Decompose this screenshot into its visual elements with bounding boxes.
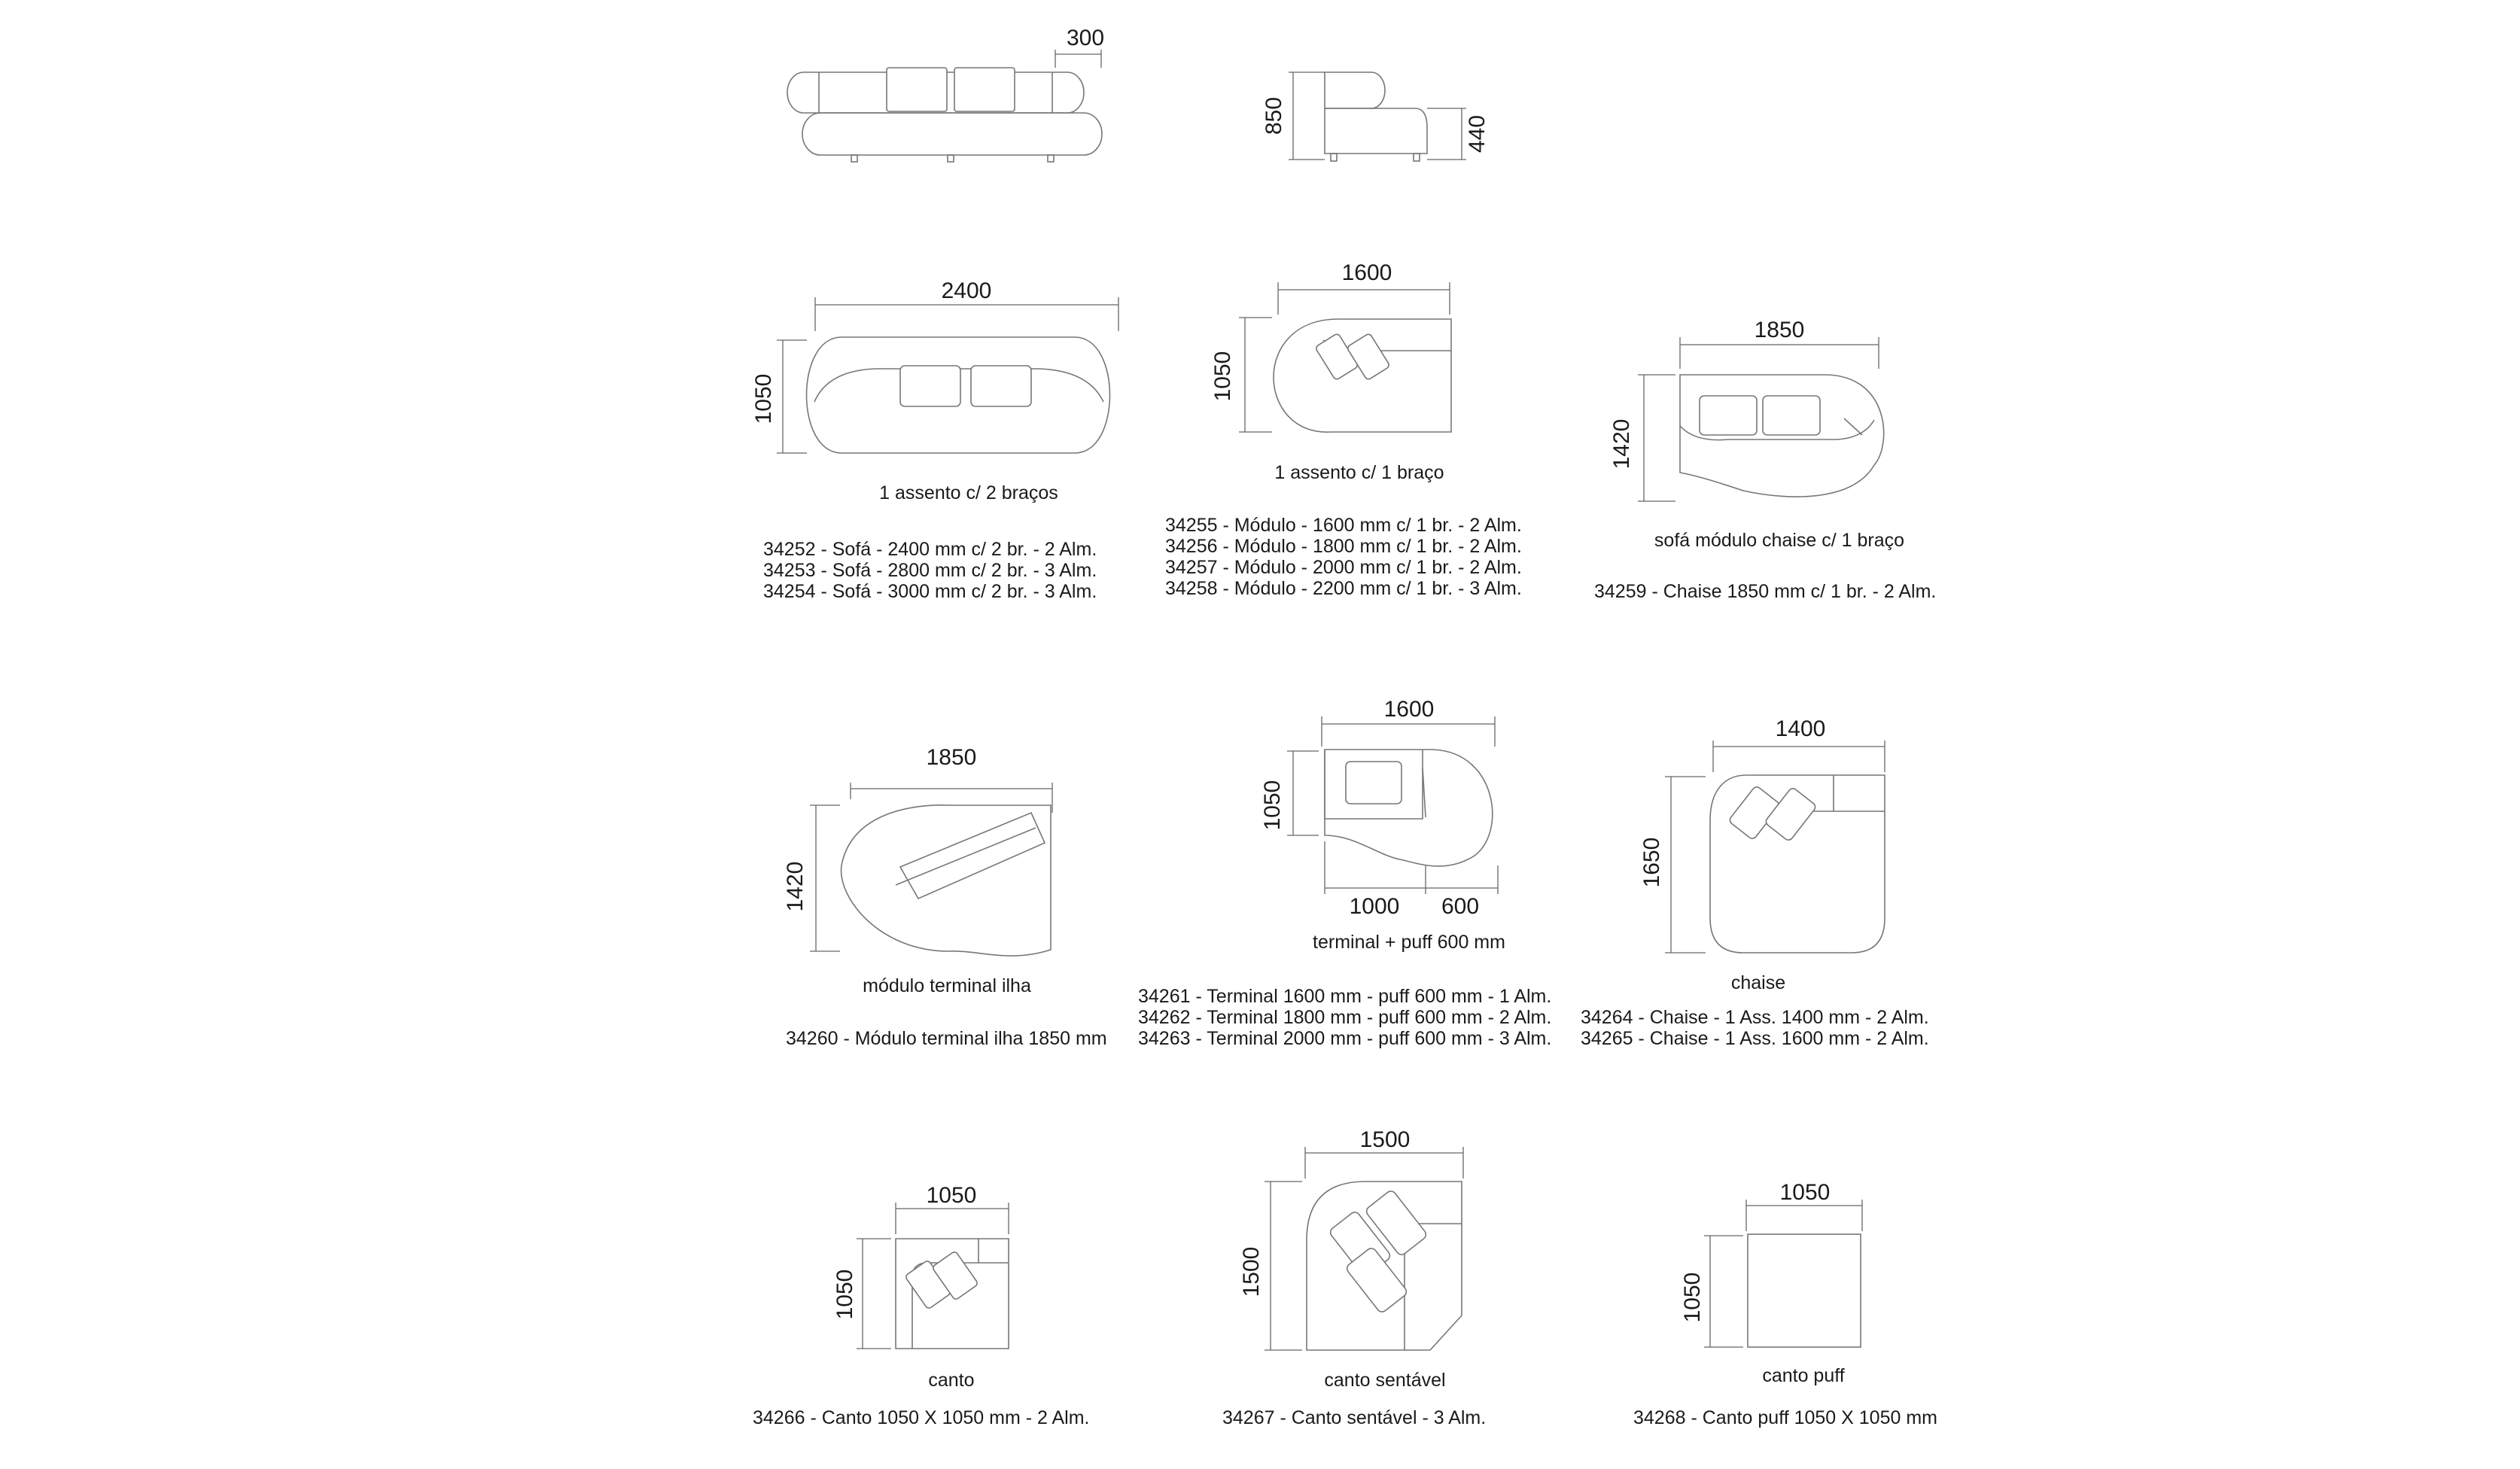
item-0-depth: 1050 (751, 374, 776, 424)
item-6-width: 1050 (927, 1183, 977, 1208)
item-4-depth: 1050 (1260, 780, 1285, 831)
item-module-1-arm: 1600 1050 1 assento c/ 1 braço 34255 - M… (1165, 260, 1522, 599)
item-4-width: 1600 (1384, 697, 1435, 722)
item-corner-puff: 1050 1050 canto puff 34268 - Canto puff … (1633, 1180, 1937, 1428)
item-seating-corner: 1500 1500 canto sentável 34267 - Canto s… (1222, 1127, 1486, 1428)
item-2-caption: sofá módulo chaise c/ 1 braço (1654, 530, 1904, 551)
item-5-width: 1400 (1776, 716, 1826, 741)
item-terminal-puff: 1600 1050 1000 600 terminal + puff 600 m… (1138, 697, 1551, 1049)
item-4-part-b: 600 (1441, 894, 1479, 919)
item-5-code: 34264 - Chaise - 1 Ass. 1400 mm - 2 Alm. (1581, 1007, 1929, 1028)
front-depth-label: 300 (1067, 26, 1104, 50)
item-6-caption: canto (928, 1370, 974, 1391)
item-corner: 1050 1050 canto 34266 - Canto 1050 X 105… (753, 1183, 1089, 1428)
item-2-code: 34259 - Chaise 1850 mm c/ 1 br. - 2 Alm. (1594, 581, 1936, 602)
item-0-width: 2400 (942, 278, 992, 303)
item-7-caption: canto sentável (1324, 1370, 1445, 1391)
item-8-code: 34268 - Canto puff 1050 X 1050 mm (1633, 1407, 1937, 1428)
item-1-code: 34257 - Módulo - 2000 mm c/ 1 br. - 2 Al… (1165, 557, 1522, 578)
item-chaise-module: 1850 1420 sofá módulo chaise c/ 1 braço … (1594, 318, 1936, 602)
item-4-part-a: 1000 (1350, 894, 1400, 919)
item-1-code: 34258 - Módulo - 2200 mm c/ 1 br. - 3 Al… (1165, 578, 1522, 599)
item-0-code: 34254 - Sofá - 3000 mm c/ 2 br. - 3 Alm. (763, 581, 1097, 602)
item-2-depth: 1420 (1609, 419, 1634, 470)
item-4-caption: terminal + puff 600 mm (1313, 932, 1505, 953)
item-island-terminal: 1850 1420 módulo terminal ilha 34260 - M… (783, 745, 1107, 1049)
item-sofa-2-arms: 2400 1050 1 assento c/ 2 braços 34252 - … (751, 278, 1119, 602)
item-6-code: 34266 - Canto 1050 X 1050 mm - 2 Alm. (753, 1407, 1089, 1428)
item-chaise: 1400 1650 chaise 34264 - Chaise - 1 Ass.… (1581, 716, 1929, 1049)
item-2-width: 1850 (1755, 318, 1805, 342)
item-1-code: 34255 - Módulo - 1600 mm c/ 1 br. - 2 Al… (1165, 515, 1522, 536)
item-5-caption: chaise (1731, 972, 1785, 993)
item-4-code: 34263 - Terminal 2000 mm - puff 600 mm -… (1138, 1028, 1551, 1049)
item-4-code: 34262 - Terminal 1800 mm - puff 600 mm -… (1138, 1007, 1551, 1028)
item-3-caption: módulo terminal ilha (863, 975, 1031, 996)
item-0-code: 34252 - Sofá - 2400 mm c/ 2 br. - 2 Alm. (763, 539, 1097, 560)
item-3-code: 34260 - Módulo terminal ilha 1850 mm (786, 1028, 1107, 1049)
item-5-code: 34265 - Chaise - 1 Ass. 1600 mm - 2 Alm. (1581, 1028, 1929, 1049)
item-5-depth: 1650 (1639, 838, 1664, 888)
item-7-depth: 1500 (1239, 1247, 1264, 1297)
item-1-depth: 1050 (1210, 351, 1235, 402)
item-3-depth: 1420 (783, 862, 808, 912)
front-elevation: 300 (787, 26, 1104, 163)
side-elevation: 850 440 (1262, 71, 1490, 162)
side-seat-label: 440 (1465, 115, 1490, 153)
item-0-caption: 1 assento c/ 2 braços (879, 482, 1058, 503)
item-7-code: 34267 - Canto sentável - 3 Alm. (1222, 1407, 1486, 1428)
item-1-width: 1600 (1342, 260, 1392, 285)
side-height-label: 850 (1262, 97, 1286, 135)
item-3-width: 1850 (927, 745, 977, 770)
item-8-depth: 1050 (1680, 1273, 1705, 1323)
item-4-code: 34261 - Terminal 1600 mm - puff 600 mm -… (1138, 986, 1551, 1007)
item-8-caption: canto puff (1762, 1365, 1844, 1386)
item-0-code: 34253 - Sofá - 2800 mm c/ 2 br. - 3 Alm. (763, 560, 1097, 581)
item-6-depth: 1050 (832, 1270, 857, 1320)
item-8-width: 1050 (1780, 1180, 1831, 1205)
item-7-width: 1500 (1360, 1127, 1411, 1152)
item-1-code: 34256 - Módulo - 1800 mm c/ 1 br. - 2 Al… (1165, 536, 1522, 557)
item-1-caption: 1 assento c/ 1 braço (1274, 462, 1444, 483)
